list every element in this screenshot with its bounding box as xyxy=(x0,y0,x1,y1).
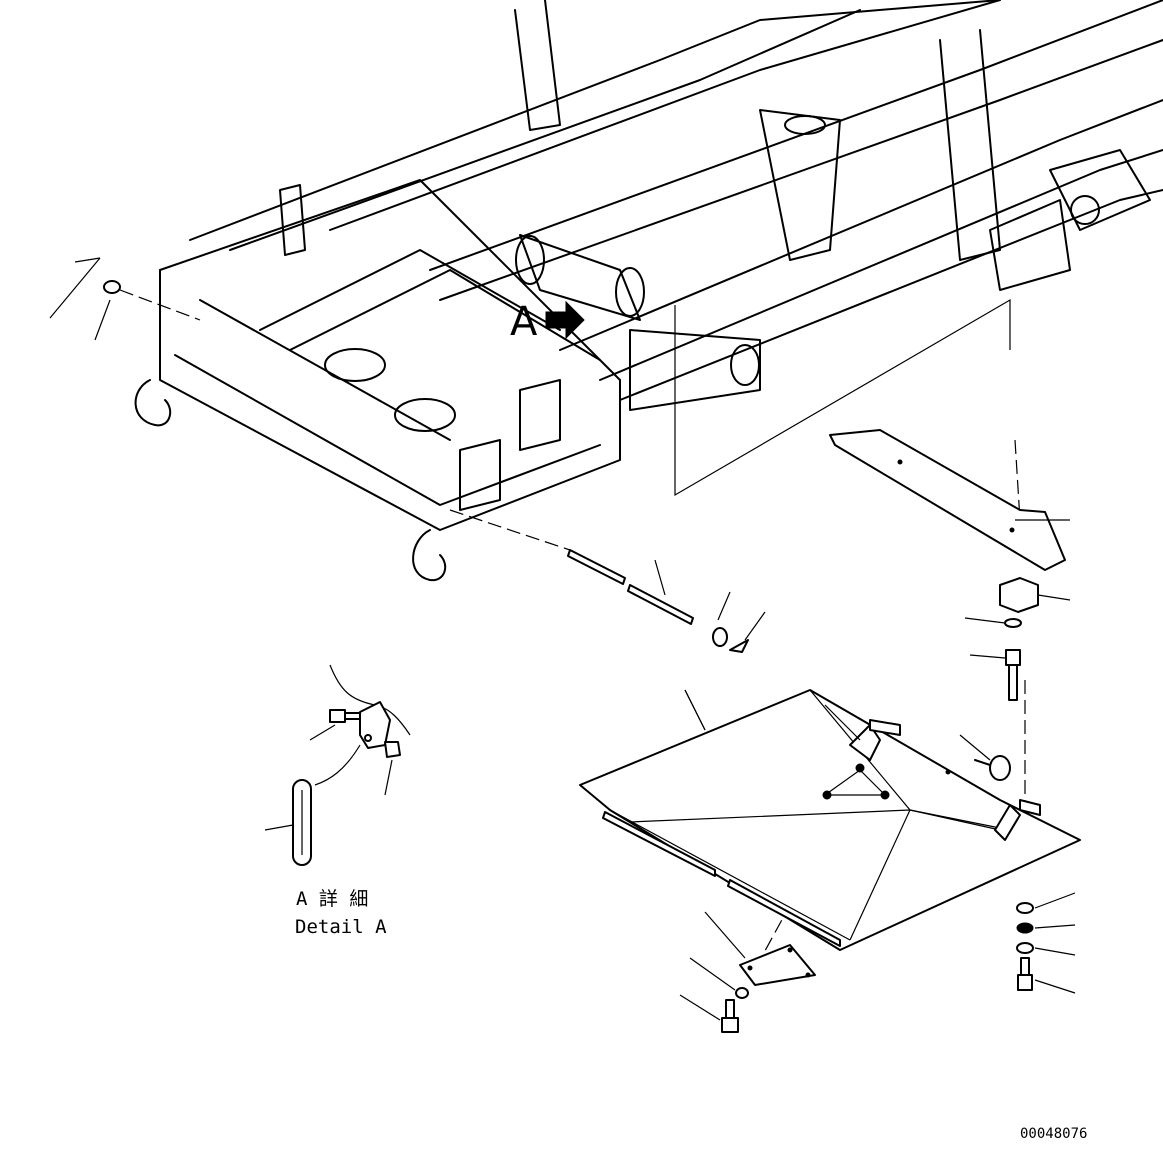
rod-parts xyxy=(567,549,766,653)
view-arrow-a: A xyxy=(510,299,585,345)
rod-segment-2 xyxy=(627,584,694,625)
arrow-right-icon xyxy=(545,300,585,340)
cotter-pin xyxy=(729,639,749,653)
spacer-block xyxy=(999,577,1071,613)
detail-caption-jp: A 詳 細 xyxy=(296,888,368,910)
ring-pin xyxy=(974,755,1011,781)
bolt-stack-lower-right xyxy=(1016,892,1076,994)
triangle-plate-set xyxy=(679,911,816,1033)
cover-plate xyxy=(829,429,1070,571)
assembly-lines xyxy=(49,257,1026,961)
rod-segment-1 xyxy=(567,549,626,585)
view-marker-label: A xyxy=(510,299,538,345)
detail-a-view: A 詳 細 Detail A xyxy=(264,664,411,938)
washer-left xyxy=(103,280,121,294)
washer-rod xyxy=(712,627,728,647)
machine-frame xyxy=(134,0,1163,582)
drawing-number: 00048076 xyxy=(1020,1126,1087,1142)
bolt-washer-set-upper xyxy=(964,617,1022,701)
detail-caption-en: Detail A xyxy=(295,916,387,938)
under-guard xyxy=(579,689,1081,951)
